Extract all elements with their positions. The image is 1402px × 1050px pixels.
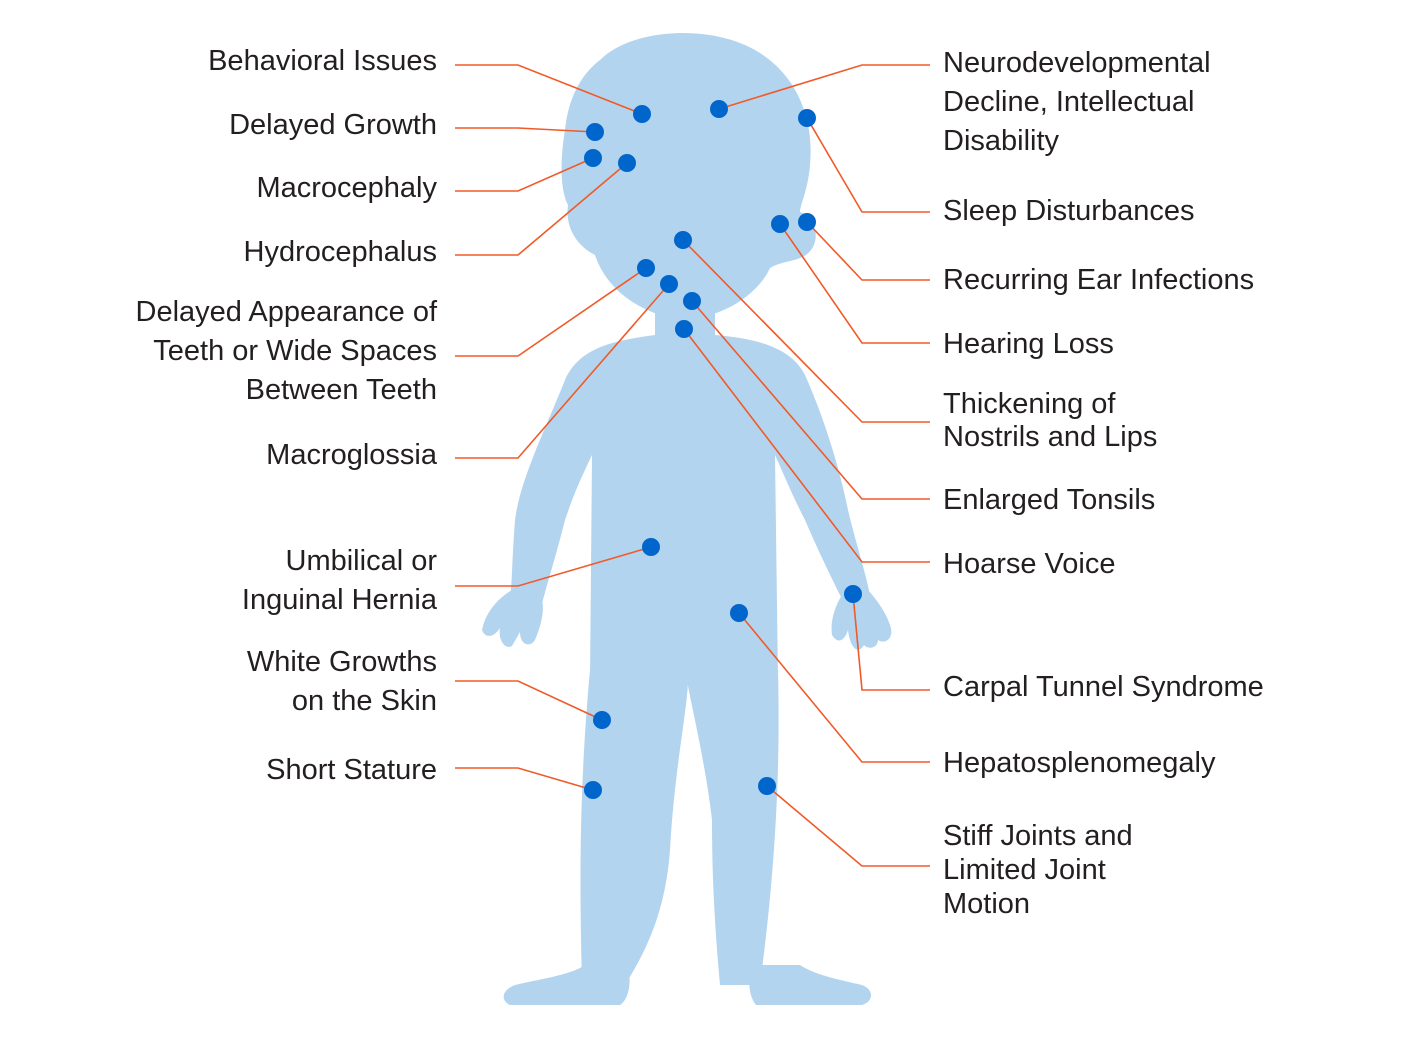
label-line: Delayed Growth (229, 109, 437, 141)
label-line: Motion (943, 888, 1031, 920)
leader-line (455, 283, 670, 459)
symptom-dot (593, 711, 611, 729)
symptom-dot (586, 123, 604, 141)
label-line: Sleep Disturbances (943, 195, 1195, 227)
label-macrocephaly: Macrocephaly (256, 169, 437, 208)
leader-line (455, 64, 643, 115)
leader-line (682, 239, 930, 423)
label-line: Hoarse Voice (943, 548, 1116, 580)
label-ear-infections: Recurring Ear Infections (943, 261, 1254, 300)
child-silhouette (482, 33, 892, 1005)
label-line: Thickening of (943, 388, 1116, 420)
label-line: Inguinal Hernia (241, 584, 437, 616)
label-line: Behavioral Issues (208, 45, 437, 77)
leader-line (683, 328, 930, 563)
leader-line (718, 64, 930, 110)
symptom-dot (683, 292, 701, 310)
leader-lines (455, 64, 930, 867)
label-line: Carpal Tunnel Syndrome (943, 671, 1264, 703)
label-enlarged-tonsils: Enlarged Tonsils (943, 481, 1155, 520)
symptom-dot (618, 154, 636, 172)
label-hoarse-voice: Hoarse Voice (943, 545, 1116, 584)
symptom-dot (730, 604, 748, 622)
label-hearing-loss: Hearing Loss (943, 325, 1114, 364)
label-line: Recurring Ear Infections (943, 264, 1255, 296)
leader-line (455, 680, 603, 721)
symptom-dot (584, 781, 602, 799)
leader-line (806, 117, 930, 213)
symptom-dot (660, 275, 678, 293)
label-line: Hepatosplenomegaly (943, 747, 1216, 779)
symptom-dot (674, 231, 692, 249)
label-hydrocephalus: Hydrocephalus (244, 233, 437, 272)
label-line: Hearing Loss (943, 328, 1114, 360)
label-hepatosplenomegaly: Hepatosplenomegaly (943, 744, 1215, 783)
label-line: Nostrils and Lips (943, 421, 1158, 453)
symptom-dot (798, 213, 816, 231)
label-white-growths: White Growths on the Skin (247, 643, 437, 721)
symptom-dot (642, 538, 660, 556)
leader-line (738, 612, 930, 763)
label-carpal-tunnel: Carpal Tunnel Syndrome (943, 668, 1264, 707)
symptom-dot (771, 215, 789, 233)
leader-line (455, 162, 628, 256)
label-line: Umbilical or (285, 545, 437, 577)
label-line: Delayed Appearance of (135, 296, 438, 328)
symptom-dot (844, 585, 862, 603)
label-delayed-growth: Delayed Growth (229, 106, 437, 145)
symptom-dot (758, 777, 776, 795)
label-line: White Growths (246, 646, 437, 678)
symptom-dot (637, 259, 655, 277)
symptom-dot (798, 109, 816, 127)
label-line: on the Skin (291, 685, 437, 717)
symptom-dots (584, 100, 862, 799)
label-line: Enlarged Tonsils (943, 484, 1156, 516)
label-delayed-teeth: Delayed Appearance of Teeth or Wide Space… (136, 293, 438, 410)
symptom-dot (584, 149, 602, 167)
symptom-dot (710, 100, 728, 118)
label-line: Decline, Intellectual (943, 86, 1195, 118)
leader-line (455, 767, 594, 791)
label-line: Hydrocephalus (243, 236, 437, 268)
label-line: Short Stature (266, 754, 437, 786)
label-hernia: Umbilical or Inguinal Hernia (242, 542, 437, 620)
leader-line (455, 546, 652, 587)
label-line: Macrocephaly (256, 172, 437, 204)
leader-line (455, 157, 594, 192)
leader-line (806, 221, 930, 281)
leader-line (691, 300, 930, 500)
symptom-dot (675, 320, 693, 338)
label-line: Macroglossia (266, 439, 437, 471)
leader-line (852, 593, 930, 691)
label-line: Limited Joint (943, 854, 1106, 886)
leader-line (455, 127, 596, 133)
label-line: Between Teeth (245, 374, 437, 406)
leader-line (779, 223, 930, 344)
leader-line (455, 267, 647, 357)
label-behavioral-issues: Behavioral Issues (208, 42, 437, 81)
symptom-dot (633, 105, 651, 123)
label-short-stature: Short Stature (266, 751, 437, 790)
leader-line (766, 785, 930, 867)
label-line: Teeth or Wide Spaces (153, 335, 437, 367)
label-line: Stiff Joints and (943, 820, 1133, 852)
label-macroglossia: Macroglossia (266, 436, 437, 475)
label-line: Neurodevelopmental (943, 47, 1211, 79)
label-line: Disability (943, 125, 1060, 157)
label-sleep-disturbances: Sleep Disturbances (943, 192, 1194, 231)
